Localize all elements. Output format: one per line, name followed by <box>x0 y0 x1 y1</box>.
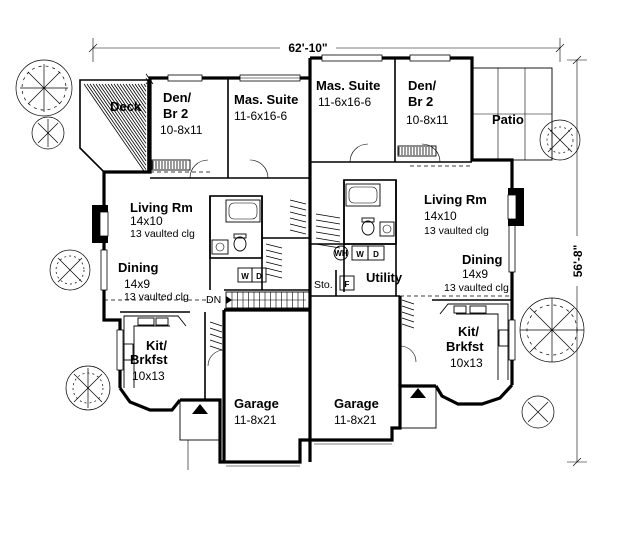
right-suite-size: 11-6x16-6 <box>318 95 371 109</box>
left-dining-size: 14x9 <box>124 277 150 291</box>
kitchen-right-counters <box>439 303 509 380</box>
water-heater-label: WH <box>334 249 348 258</box>
left-living-size: 14x10 <box>130 214 163 228</box>
right-den-size: 10-8x11 <box>406 113 449 127</box>
closet-right-den <box>397 145 437 157</box>
right-suite-name: Mas. Suite <box>316 78 380 93</box>
deck <box>79 73 154 173</box>
left-den-name: Den/ <box>163 90 192 105</box>
stairs-down-label: DN <box>206 294 221 306</box>
right-garage-name: Garage <box>334 396 379 411</box>
right-living-size: 14x10 <box>424 209 457 223</box>
left-unit-labels: Deck Den/ Br 2 10-8x11 Mas. Suite 11-6x1… <box>110 90 298 427</box>
bath-right <box>345 183 395 237</box>
washer-left-label: W <box>241 272 249 281</box>
furnace-label: F <box>345 280 350 289</box>
overall-depth-label: 56'-8" <box>571 245 585 278</box>
left-kitchen-name: Kit/ <box>146 338 167 353</box>
doors <box>189 143 441 367</box>
landscaping <box>15 59 585 429</box>
garage-door-left <box>226 461 300 467</box>
stairs-left <box>225 291 311 309</box>
right-kitchen-size: 10x13 <box>450 356 483 370</box>
left-living-note: 13 vaulted clg <box>130 228 195 240</box>
right-living-note: 13 vaulted clg <box>424 225 489 237</box>
utility-label: Utility <box>366 270 403 285</box>
left-dining-name: Dining <box>118 260 158 275</box>
bath-left <box>211 199 261 255</box>
left-garage-name: Garage <box>234 396 279 411</box>
closet-left-den <box>151 159 191 171</box>
tree-left-mid <box>31 116 65 150</box>
entry-right <box>399 385 437 429</box>
left-suite-size: 11-6x16-6 <box>234 109 287 123</box>
utility-right <box>333 245 385 291</box>
windows <box>100 54 516 371</box>
tree-right-large <box>519 297 585 363</box>
right-garage-size: 11-8x21 <box>334 413 377 427</box>
storage-label: Sto. <box>314 279 333 291</box>
left-kitchen-size: 10x13 <box>132 369 165 383</box>
right-dining-size: 14x9 <box>462 267 488 281</box>
garage-door-right <box>314 439 392 445</box>
dryer-right-label: D <box>373 250 379 259</box>
right-living-name: Living Rm <box>424 192 487 207</box>
laundry-left <box>237 267 267 283</box>
right-kitchen-name2: Brkfst <box>446 339 484 354</box>
left-den-name2: Br 2 <box>163 106 188 121</box>
deck-label: Deck <box>110 99 142 114</box>
right-dining-note: 13 vaulted clg <box>444 282 509 294</box>
left-suite-name: Mas. Suite <box>234 92 298 107</box>
left-garage-size: 11-8x21 <box>234 413 277 427</box>
left-dining-note: 13 vaulted clg <box>124 291 189 303</box>
washer-right-label: W <box>356 250 364 259</box>
overall-width-label: 62'-10" <box>288 41 327 55</box>
fireplace-right <box>507 188 524 226</box>
tree-left-low <box>49 249 91 291</box>
left-living-name: Living Rm <box>130 200 193 215</box>
entry-arrow-left-icon <box>192 404 208 414</box>
right-den-name2: Br 2 <box>408 94 433 109</box>
left-kitchen-name2: Brkfst <box>130 352 168 367</box>
hall-shelves-right <box>315 213 415 329</box>
dryer-left-label: D <box>256 272 262 281</box>
patio-label: Patio <box>492 112 524 127</box>
entry-arrow-right-icon <box>410 388 426 398</box>
right-kitchen-name: Kit/ <box>458 324 479 339</box>
right-den-name: Den/ <box>408 78 437 93</box>
interior-walls-left <box>104 78 310 462</box>
tree-top-left <box>15 59 73 117</box>
left-den-size: 10-8x11 <box>160 123 203 137</box>
tree-right-top <box>539 119 581 161</box>
right-unit-labels: Mas. Suite 11-6x16-6 Den/ Br 2 10-8x11 P… <box>316 78 524 427</box>
right-dining-name: Dining <box>462 252 502 267</box>
tree-right-low <box>521 395 555 429</box>
kitchen-left-counters <box>123 315 187 388</box>
stairs-arrow-icon <box>226 296 232 304</box>
tree-bottom-left <box>65 365 111 411</box>
interior-walls-right <box>310 58 512 386</box>
hall-shelves-left <box>209 199 307 351</box>
fireplace-left <box>92 205 109 243</box>
